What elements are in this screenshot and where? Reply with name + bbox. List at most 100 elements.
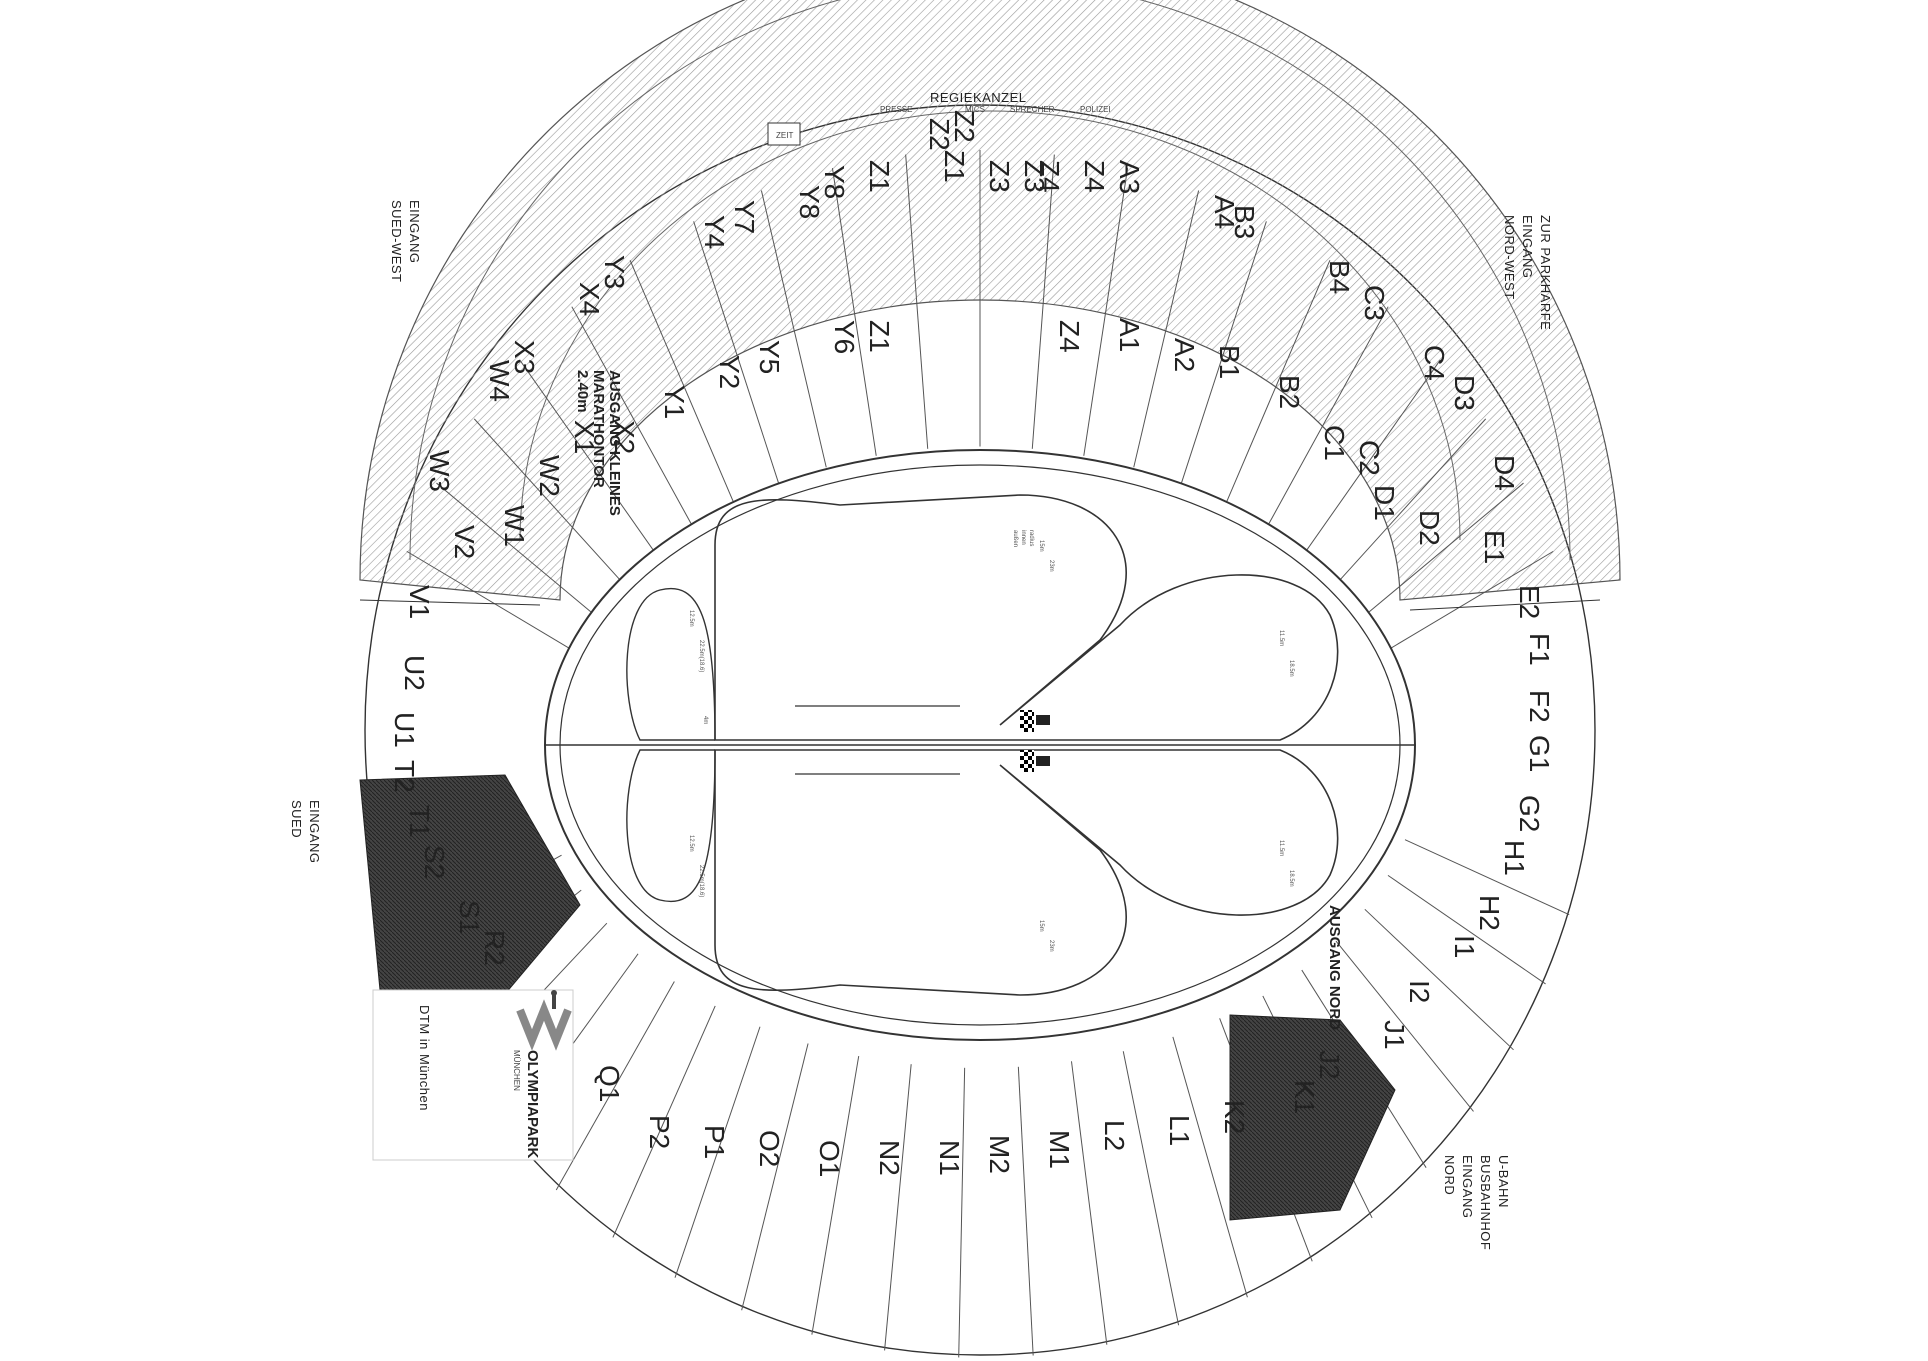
radius-note-left-lower-2: 22.5m(18.6) (698, 865, 704, 897)
section-label-sections_outer-13: L1 (1164, 1115, 1195, 1146)
section-label-sections_lower-14: Y1 (659, 385, 690, 419)
section-label-sections_upper-1: Z2 (924, 118, 955, 151)
section-label-sections_outer-3: G1 (1524, 735, 1555, 772)
svg-text:MARATHONTOR: MARATHONTOR (590, 370, 607, 488)
section-label-sections_lower-15: X2 (609, 420, 640, 454)
section-label-sections_upper-16: Y8 (819, 165, 850, 199)
section-label-sections_upper-23: W4 (484, 360, 515, 402)
dark-section-south (359, 774, 581, 1001)
radius-word-2: innen (1020, 530, 1026, 545)
section-label-sections_upper-11: B4 (1324, 260, 1355, 294)
section-divider (905, 154, 929, 449)
section-label-sections_upper-17: Y8 (794, 185, 825, 219)
press-labels: PRESSE MICS SPRECHER POLIZEI (880, 105, 1111, 114)
section-label-sections_outer-24: R2 (479, 930, 510, 966)
section-label-sections_outer-8: I2 (1404, 980, 1435, 1003)
svg-text:NORD: NORD (1442, 1155, 1457, 1195)
section-label-sections_outer-27: T1 (404, 805, 435, 838)
section-label-sections_upper-14: D3 (1449, 375, 1480, 411)
section-label-sections_upper-15: D4 (1489, 455, 1520, 491)
section-label-sections_outer-15: M1 (1044, 1130, 1075, 1169)
section-label-sections_lower-17: W2 (534, 455, 565, 497)
radius-note-top-2: 23m (1048, 560, 1054, 572)
section-label-sections_upper-10: B3 (1229, 205, 1260, 239)
section-divider (571, 306, 694, 528)
section-divider (1335, 418, 1487, 586)
radius-note-right-upper-1: 11.5m (1278, 630, 1284, 646)
entrance-sued: EINGANG SUED (289, 800, 322, 863)
section-divider (519, 359, 657, 555)
svg-text:SUED-WEST: SUED-WEST (389, 200, 404, 283)
exit-nord: AUSGANG NORD (1326, 905, 1343, 1030)
section-label-sections_lower-7: C2 (1354, 440, 1385, 476)
legend-title: DTM in München (417, 1005, 432, 1111)
section-divider (436, 482, 599, 619)
section-label-sections_upper-22: X3 (509, 340, 540, 374)
section-divider (1404, 839, 1570, 916)
radius-note-right-upper-2: 18.5m (1288, 660, 1294, 677)
section-label-sections_outer-20: O2 (754, 1130, 785, 1167)
section-divider (1017, 1066, 1034, 1356)
section-divider (1364, 908, 1514, 1051)
small-box (767, 122, 801, 146)
section-label-sections_upper-19: Y4 (699, 215, 730, 249)
svg-text:BUSBAHNHOF: BUSBAHNHOF (1478, 1155, 1493, 1250)
section-divider (760, 190, 827, 468)
press-label-4: POLIZEI (1080, 105, 1111, 114)
start-finish-upper (1020, 710, 1034, 732)
section-label-sections_outer-0: E2 (1514, 585, 1545, 619)
section-label-sections_lower-4: B1 (1214, 345, 1245, 379)
tier-divider (409, 0, 1571, 561)
section-label-sections_lower-1: Z4 (1054, 320, 1085, 353)
section-divider (1382, 550, 1554, 654)
section-label-sections_upper-8: A3 (1114, 160, 1145, 194)
entrance-nord-west: NORD-WEST EINGANG ZUR PARKHARFE (1502, 215, 1553, 330)
radius-note-right-lower-1: 11.5m (1278, 840, 1284, 856)
section-divider (831, 168, 877, 456)
section-label-sections_upper-4: Z3 (984, 160, 1015, 193)
section-label-sections_outer-31: V1 (404, 585, 435, 619)
section-label-sections_upper-13: C4 (1419, 345, 1450, 381)
section-label-sections_outer-28: T2 (389, 760, 420, 793)
section-label-sections_outer-19: O1 (814, 1140, 845, 1177)
section-divider (1303, 359, 1441, 555)
press-label-3: SPRECHER (1010, 105, 1055, 114)
circuit-lower (714, 749, 1339, 996)
section-divider (1172, 1036, 1248, 1298)
press-label-1: PRESSE (880, 105, 912, 114)
section-divider (1361, 482, 1524, 619)
section-label-sections_outer-29: U1 (389, 712, 420, 748)
section-label-sections_lower-13: Y2 (714, 355, 745, 389)
section-divider (1225, 260, 1331, 504)
section-label-sections_outer-12: K2 (1219, 1100, 1250, 1134)
radius-word-3: außen (1012, 530, 1018, 547)
track-marker: 4m (702, 716, 708, 724)
section-label-sections_lower-9: D2 (1414, 510, 1445, 546)
car-icon-lower (1036, 756, 1050, 766)
car-icon-upper (1036, 715, 1050, 725)
svg-text:EINGANG: EINGANG (1520, 215, 1535, 278)
section-divider (555, 981, 675, 1191)
upper-grandstand (359, 0, 1621, 601)
section-label-sections_lower-11: Y6 (829, 320, 860, 354)
section-divider (884, 1064, 912, 1351)
radius-word-1: radius (1028, 530, 1034, 546)
section-label-sections_outer-14: L2 (1099, 1120, 1130, 1151)
section-label-sections_lower-12: Y5 (754, 340, 785, 374)
radius-note-left-upper-2: 22.5m(18.6) (698, 640, 704, 672)
section-label-sections_upper-21: X4 (574, 282, 605, 316)
section-label-sections_outer-21: P1 (699, 1125, 730, 1159)
section-label-sections_outer-16: M2 (984, 1135, 1015, 1174)
section-divider (1180, 221, 1267, 484)
small-box-label: ZEIT (776, 131, 793, 140)
section-label-sections_outer-23: Q1 (594, 1065, 625, 1102)
entrance-sued-west: EINGANG SUED-WEST (389, 200, 422, 283)
press-label-2: MICS (965, 105, 985, 114)
svg-text:AUSGANG KLEINES: AUSGANG KLEINES (606, 370, 623, 516)
section-label-sections_outer-26: S2 (419, 845, 450, 879)
section-label-sections_outer-2: F2 (1524, 690, 1555, 723)
legend-brand-line2: MÜNCHEN (512, 1050, 521, 1091)
section-label-sections_lower-0: Z1 (864, 320, 895, 353)
